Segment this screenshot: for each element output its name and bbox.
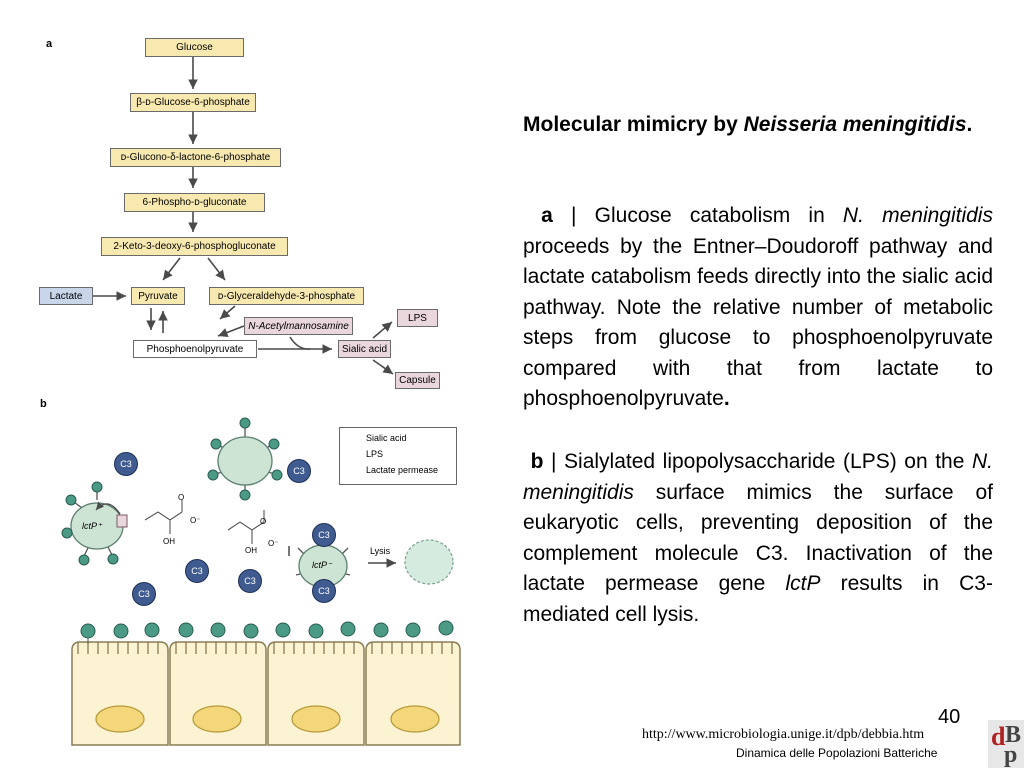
- legend-lps: LPS: [366, 449, 384, 459]
- para-b-text-3: results in C3-mediated cell lysis.: [523, 572, 993, 626]
- c3-label: C3: [318, 586, 330, 596]
- para-a-species: N. meningitidis: [842, 204, 993, 227]
- c3-label: C3: [318, 530, 330, 540]
- logo-letter-b: B: [1005, 722, 1022, 748]
- para-b-text-2: surface mimics the surface of eukaryotic…: [523, 480, 993, 596]
- o-minus-label-1: O⁻: [190, 516, 201, 525]
- node-sialic-acid: Sialic acid: [338, 340, 391, 358]
- c3-molecule: C3: [238, 569, 262, 593]
- c3-label: C3: [244, 576, 256, 586]
- page-number: 40: [938, 706, 961, 728]
- title-plain: Molecular mimicry by: [523, 113, 744, 136]
- node-glucono-lactone: ᴅ-Glucono-δ-lactone-6-phosphate: [110, 148, 281, 167]
- c3-molecule: C3: [312, 579, 336, 603]
- c3-label: C3: [293, 466, 305, 476]
- para-b-letter: b: [530, 450, 544, 473]
- node-pyruvate: Pyruvate: [131, 287, 185, 305]
- logo-letter-d: d: [991, 722, 1006, 751]
- lctp-minus-label: lctP⁻: [312, 560, 332, 570]
- para-b-species: N. meningitidis: [523, 450, 993, 504]
- para-a-text-2: proceeds by the Entner–Doudoroff pathway…: [523, 234, 993, 411]
- o-label-1: O: [178, 493, 185, 502]
- node-capsule: Capsule: [395, 372, 440, 389]
- footer-caption: Dinamica delle Popolazioni Batteriche: [736, 746, 938, 760]
- node-lps: LPS: [397, 309, 438, 327]
- dbp-logo: d B p: [988, 720, 1024, 768]
- title-end: .: [966, 113, 973, 136]
- legend: Sialic acid LPS Lactate permease: [339, 427, 457, 485]
- c3-label: C3: [120, 459, 132, 469]
- c3-molecule: C3: [312, 523, 336, 547]
- logo-letter-p: p: [1004, 742, 1018, 768]
- c3-label: C3: [138, 589, 150, 599]
- slide-title: Molecular mimicry by Neisseria meningiti…: [523, 110, 993, 140]
- node-glucose-6-phosphate: β-ᴅ-Glucose-6-phosphate: [130, 93, 256, 112]
- paragraph-b: b | Sialylated lipopolysaccharide (LPS) …: [523, 447, 993, 630]
- node-phosphogluconate: 6-Phospho-ᴅ-gluconate: [124, 193, 265, 212]
- legend-lactate-permease: Lactate permease: [366, 465, 439, 475]
- node-lactate: Lactate: [39, 287, 93, 305]
- o-label-2: O: [260, 517, 267, 526]
- paragraph-a: a | Glucose catabolism in N. meningitidi…: [523, 201, 993, 415]
- title-species: Neisseria meningitidis: [743, 113, 967, 136]
- legend-sialic-acid: Sialic acid: [366, 433, 407, 443]
- node-kdpg: 2-Keto-3-deoxy-6-phosphogluconate: [101, 237, 288, 256]
- node-phosphoenolpyruvate: Phosphoenolpyruvate: [133, 340, 257, 358]
- node-glucose: Glucose: [145, 38, 244, 57]
- panel-a-letter: a: [46, 38, 53, 50]
- para-b-gene: lctP: [785, 572, 821, 595]
- para-a-end: .: [723, 387, 730, 410]
- para-a-letter: a: [541, 204, 553, 227]
- para-b-text-1: | Sialylated lipopolysaccharide (LPS) on…: [543, 450, 972, 473]
- source-url[interactable]: http://www.microbiologia.unige.it/dpb/de…: [642, 727, 925, 742]
- node-glyceraldehyde-3-phosphate: ᴅ-Glyceraldehyde-3-phosphate: [209, 287, 364, 305]
- c3-molecule: C3: [114, 452, 138, 476]
- c3-molecule: C3: [132, 582, 156, 606]
- c3-molecule: C3: [185, 559, 209, 583]
- oh-label-1: OH: [163, 537, 175, 546]
- o-minus-label-2: O⁻: [268, 539, 279, 548]
- lctp-plus-label: lctP⁺: [82, 521, 102, 531]
- oh-label-2: OH: [245, 546, 257, 555]
- c3-molecule: C3: [287, 459, 311, 483]
- lysis-label: Lysis: [370, 546, 391, 556]
- c3-label: C3: [191, 566, 203, 576]
- para-a-text-1: | Glucose catabolism in: [552, 204, 843, 227]
- node-n-acetylmannosamine: N-Acetylmannosamine: [244, 317, 353, 335]
- panel-b-letter: b: [40, 398, 47, 410]
